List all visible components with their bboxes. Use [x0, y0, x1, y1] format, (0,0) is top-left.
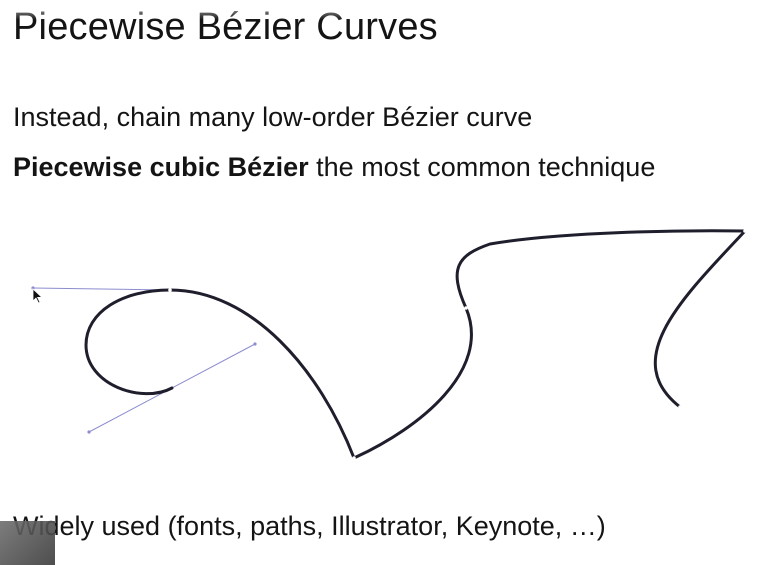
bullet-line-1: Instead, chain many low-order Bézier cur… [13, 102, 533, 132]
bullet-line-2-rest: the most common technique [308, 152, 656, 182]
control-point-1[interactable] [31, 286, 35, 290]
anchor-point-3[interactable] [464, 306, 468, 310]
bullet-line-2-bold: Piecewise cubic Bézier [13, 152, 309, 182]
bezier-path[interactable] [84, 229, 747, 460]
mouse-pointer-icon [32, 288, 44, 304]
control-point-2[interactable] [87, 430, 91, 434]
anchor-point-4[interactable] [743, 229, 747, 233]
video-overlay-icon [0, 521, 55, 565]
anchor-point-1[interactable] [168, 288, 172, 292]
bullet-line-2: Piecewise cubic Bézier the most common t… [13, 150, 655, 184]
control-point-3[interactable] [253, 342, 257, 346]
control-handle-line-1 [32, 287, 171, 291]
anchor-point-2[interactable] [352, 456, 356, 460]
anchor-point-5[interactable] [678, 405, 682, 409]
bullet-line-3: Widely used (fonts, paths, Illustrator, … [13, 511, 606, 541]
